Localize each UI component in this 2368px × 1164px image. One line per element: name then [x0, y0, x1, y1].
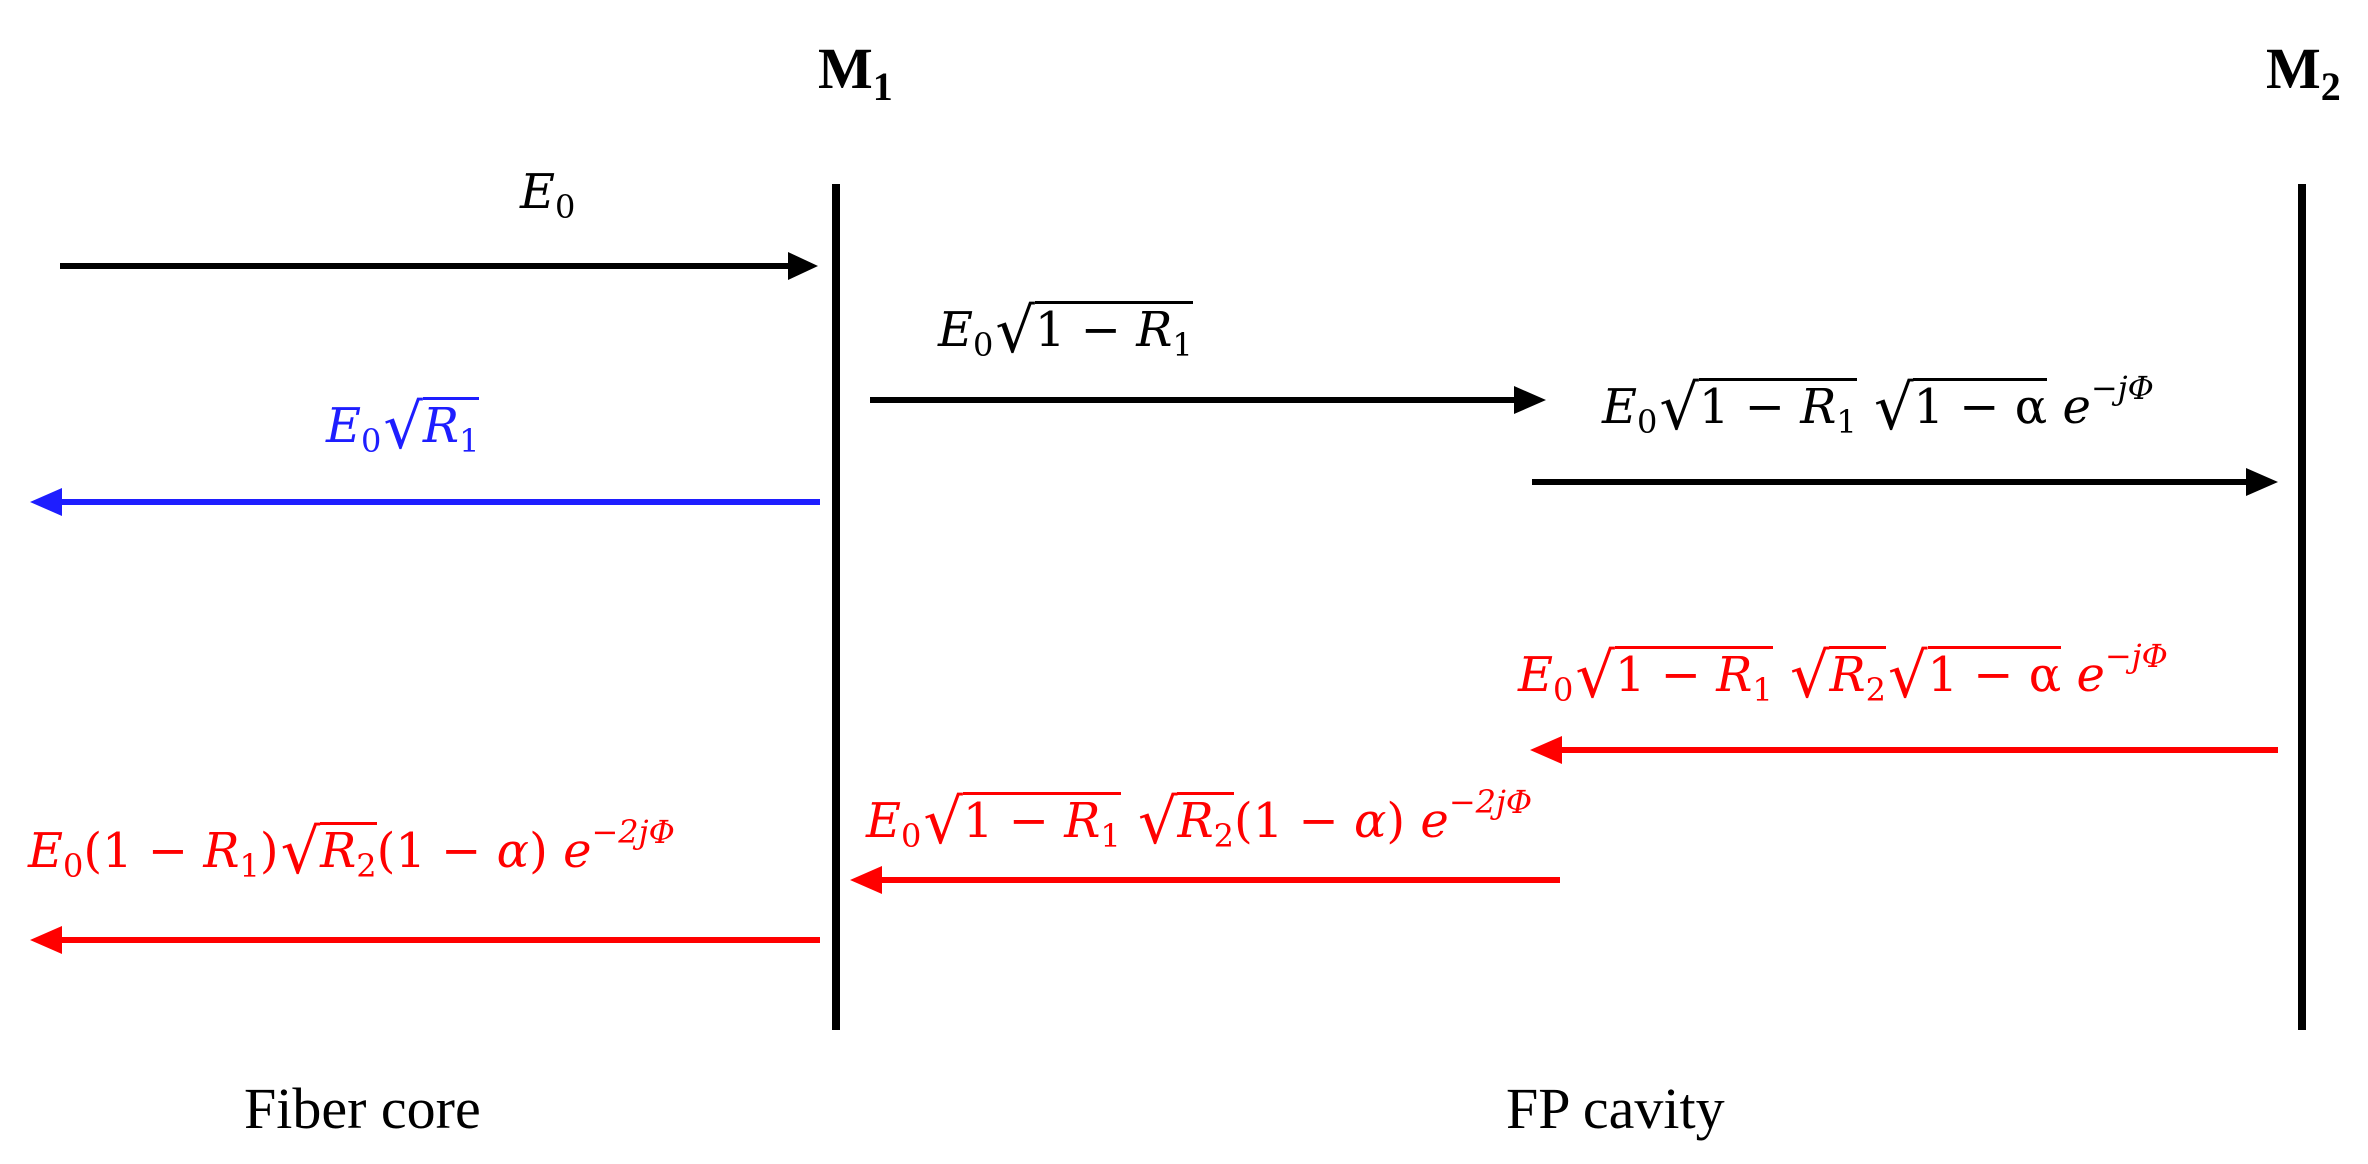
mirror-m1-index: 1 — [872, 64, 893, 109]
arrow-incident — [60, 252, 818, 280]
arrow-reflected-m1 — [30, 488, 820, 516]
label-arrive-m2: E0√1 − R1 √1 − α e−jΦ — [1602, 369, 2154, 444]
region-fiber-core-label: Fiber core — [244, 1076, 481, 1141]
label-reflected-m2: E0√1 − R1 √R2√1 − α e−jΦ — [1518, 637, 2168, 712]
label-reflected-m1: E0√R1 — [326, 390, 480, 463]
mirror-m2-index: 2 — [2320, 64, 2341, 109]
label-incident: E0 — [520, 164, 576, 226]
mirror-m1-label: M1 — [818, 40, 893, 107]
label-return-m1: E0√1 − R1 √R2(1 − α) e−2jΦ — [866, 783, 1533, 858]
arrow-arrive-m2 — [1532, 468, 2278, 496]
region-fp-cavity-label: FP cavity — [1506, 1076, 1725, 1141]
label-transmitted-out: E0(1 − R1)√R2(1 − α) e−2jΦ — [28, 813, 675, 888]
arrow-return-m1 — [850, 866, 1560, 894]
mirror-m2-label: M2 — [2266, 40, 2341, 107]
arrow-transmitted-m1 — [870, 386, 1546, 414]
arrow-transmitted-out — [30, 926, 820, 954]
mirror-m2-letter: M — [2266, 36, 2321, 101]
label-transmitted-m1: E0√1 − R1 — [938, 294, 1193, 367]
arrow-reflected-m2 — [1530, 736, 2278, 764]
mirror-m1-letter: M — [818, 36, 873, 101]
